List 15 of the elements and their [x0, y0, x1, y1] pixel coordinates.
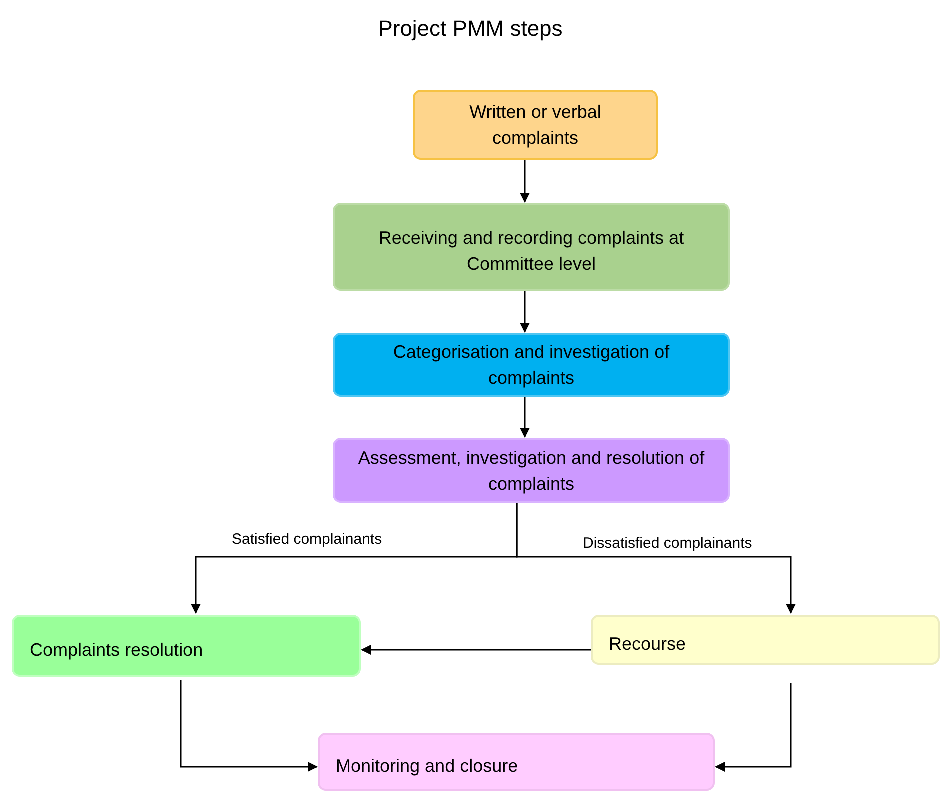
diagram-title: Project PMM steps: [377, 15, 564, 43]
arrow: [520, 291, 530, 333]
process-box: Recourse: [591, 615, 940, 665]
arrow: [715, 683, 792, 772]
arrow: [516, 503, 796, 614]
process-box: Monitoring and closure: [318, 733, 715, 791]
process-box: Written or verbal complaints: [413, 90, 658, 160]
process-box: Receiving and recording complaints at Committee level: [333, 203, 730, 291]
process-box: Complaints resolution: [12, 615, 361, 677]
arrow: [361, 645, 591, 655]
process-box: Categorisation and investigation of complaints: [333, 333, 730, 397]
arrow: [520, 397, 530, 438]
arrow: [520, 160, 530, 203]
arrow: [180, 680, 318, 772]
process-box: Assessment, investigation and resolution of complaints: [333, 438, 730, 503]
